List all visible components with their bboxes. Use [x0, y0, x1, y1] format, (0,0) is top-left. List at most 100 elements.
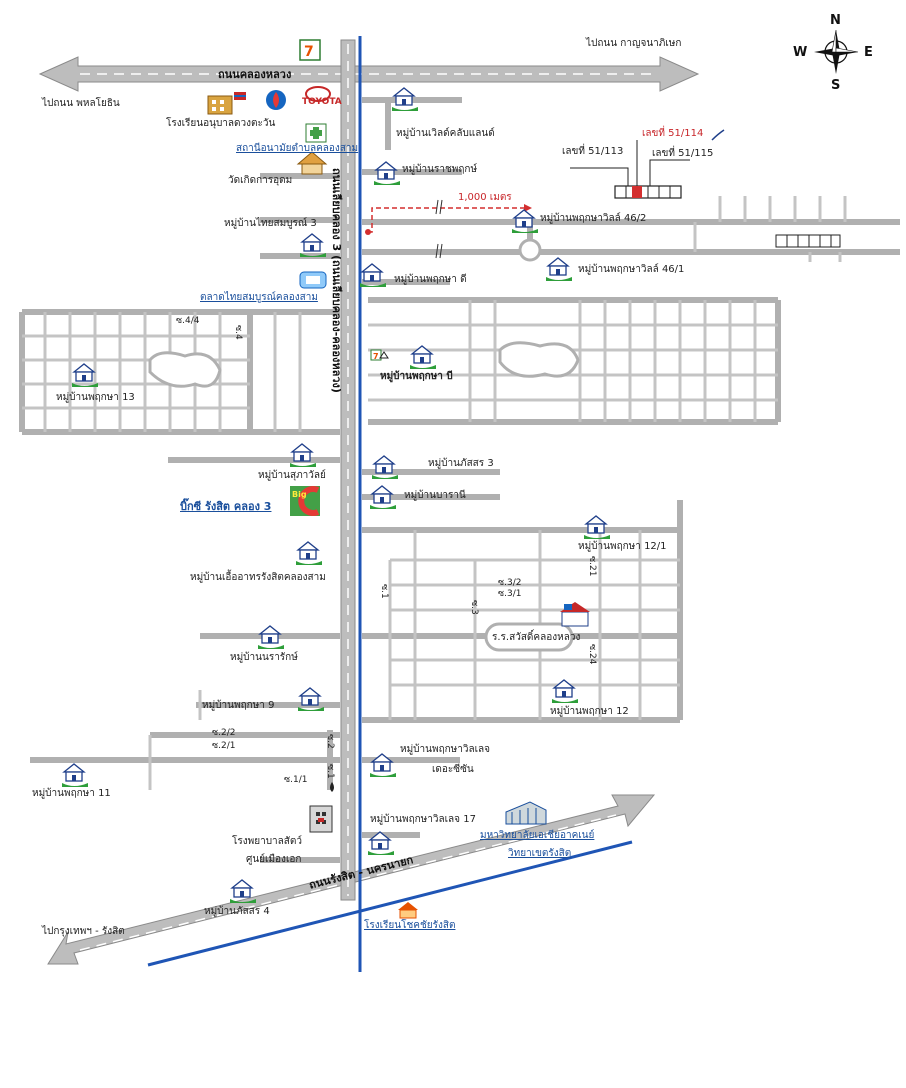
estate-oval-lower — [484, 622, 574, 652]
label-pruksa12: หมู่บ้านพฤกษา 12 — [550, 706, 629, 717]
label-pattasorn3: หมู่บ้านภัสสร 3 — [428, 458, 494, 469]
market-icon — [299, 271, 327, 289]
label-market: ตลาดไทยสมบูรณ์คลองสาม — [200, 292, 318, 303]
svg-text:7: 7 — [304, 44, 314, 60]
label-barami: หมู่บ้านบารานี — [404, 490, 466, 501]
roundabout — [518, 238, 542, 262]
label-toyota: TOYOTA — [302, 97, 342, 107]
village-icon — [545, 257, 573, 282]
canal-diagonal — [147, 840, 633, 967]
label-pattasorn4: หมู่บ้านภัสสร 4 — [204, 906, 270, 917]
estate-oval-left — [148, 351, 222, 388]
village-icon — [295, 541, 323, 566]
label-hospital: โรงพยาบาลสัตว์ — [232, 836, 302, 847]
label-school-anuban: โรงเรียนอนุบาลดวงตะวัน — [166, 118, 276, 129]
label-pruksa11: หมู่บ้านพฤกษา 11 — [32, 788, 111, 799]
label-thai-somboon3: หมู่บ้านไทยสมบูรณ์ 3 — [224, 218, 317, 229]
soi-2-2: ซ.2/2 — [212, 728, 236, 738]
to-kanchanaphisek: ไปถนน กาญจนาภิเษก — [586, 38, 682, 49]
health-cross-icon — [305, 123, 327, 143]
soi-3-2: ซ.3/2 — [498, 578, 522, 588]
soi-4-4: ซ.4/4 — [176, 316, 200, 326]
label-distance: 1,000 เมตร — [458, 192, 512, 203]
label-health-station: สถานีอนามัยตำบลคลองสาม — [236, 143, 359, 154]
school-rangsit-icon — [398, 902, 418, 919]
village-icon — [551, 679, 579, 704]
soi-1-1: ซ.1/1 — [284, 775, 308, 785]
school-flag-icon — [560, 602, 590, 627]
compass-north: N — [830, 13, 841, 28]
label-hospital-sub: ศูนย์เมืองเอก — [246, 854, 302, 865]
label-pruksa-b: หมู่บ้านพฤกษา บี — [380, 371, 453, 382]
soi-2-1: ซ.2/1 — [212, 741, 236, 751]
soi-3: ซ.3 — [469, 600, 479, 615]
soi-4: ซ.4 — [233, 325, 243, 340]
to-bangkok-rangsit: ไปกรุงเทพฯ - รังสิต — [42, 926, 125, 937]
label-pruksa-village17: หมู่บ้านพฤกษาวิลเลจ 17 — [370, 814, 476, 825]
target-house-51-114 — [632, 186, 642, 198]
break-marks — [435, 199, 443, 259]
label-university: มหาวิทยาลัยเอเชียอาคเนย์ — [480, 830, 595, 841]
side-roads — [19, 97, 900, 863]
label-pruksa13: หมู่บ้านพฤกษา 13 — [56, 392, 135, 403]
label-pruksa-ville-461: หมู่บ้านพฤกษาวิลล์ 46/1 — [578, 264, 685, 275]
temple-icon — [296, 151, 328, 175]
svg-text:Big: Big — [292, 490, 307, 499]
soi-1: ซ.1 — [379, 584, 389, 599]
label-university-sub: วิทยาเขตรังสิต — [508, 848, 572, 859]
compass-south: S — [831, 78, 841, 93]
seven-eleven-small-icon: 7 — [370, 349, 382, 361]
seven-eleven-icon: 7 — [299, 39, 321, 61]
village-icon — [61, 763, 89, 788]
block-right-lower-dividers — [786, 235, 832, 247]
start-point — [365, 229, 371, 235]
target-house-block — [570, 129, 725, 199]
village-icon — [371, 455, 399, 480]
label-pruksa9: หมู่บ้านพฤกษา 9 — [202, 700, 275, 711]
label-house-51-115: เลขที่ 51/115 — [652, 148, 714, 159]
label-house-51-114: เลขที่ 51/114 — [642, 128, 704, 139]
soi-1b: ซ.1 — [325, 764, 335, 779]
compass-west: W — [793, 45, 808, 60]
seven-eleven-b-icon — [379, 351, 389, 359]
khlong-luang-road — [38, 56, 700, 92]
label-pruksa-village-sub: เดอะซีซัน — [432, 764, 474, 775]
main-vertical-road — [340, 39, 356, 901]
label-ua-athorn: หมู่บ้านเอื้ออาทรรังสิตคลองสาม — [190, 572, 326, 583]
label-pruksa121: หมู่บ้านพฤกษา 12/1 — [578, 541, 667, 552]
village-icon — [289, 443, 317, 468]
label-supawan: หมู่บ้านสุภาวัลย์ — [258, 470, 326, 481]
soi-2: ซ.2 — [325, 734, 335, 749]
block-right-lower — [775, 234, 841, 248]
label-pruksa-d: หมู่บ้านพฤกษา ดี — [394, 274, 467, 285]
water-drop-icon — [330, 782, 334, 792]
soi-3-1: ซ.3/1 — [498, 589, 522, 599]
label-ratchaphruek: หมู่บ้านราชพฤกษ์ — [402, 164, 478, 175]
label-school-rangsit: โรงเรียนโชคชัยรังสิต — [364, 920, 456, 931]
svg-text:7: 7 — [373, 352, 379, 361]
university-icon — [505, 801, 547, 825]
route-arrow — [524, 204, 532, 212]
label-nararak: หมู่บ้านนรารักษ์ — [230, 652, 298, 663]
soi-24: ซ.24 — [587, 644, 597, 665]
label-bigc: บิ๊กซี รังสิต คลอง 3 — [180, 500, 272, 513]
bigc-logo: Big — [290, 486, 320, 516]
estate-grids — [22, 196, 847, 790]
soi-21: ซ.21 — [587, 556, 597, 577]
compass-east: E — [864, 45, 873, 60]
label-pruksa-ville-462: หมู่บ้านพฤกษาวิลล์ 46/2 — [540, 213, 647, 224]
label-school-sawatdi: ร.ร.สวัสดิ์คลองหลวง — [492, 632, 581, 643]
label-temple: วัดเกิดการอุดม — [228, 175, 293, 186]
ptt-icon — [266, 90, 286, 110]
label-pruksa-village: หมู่บ้านพฤกษาวิลเลจ — [400, 744, 491, 755]
estate-oval-right — [498, 341, 580, 378]
label-house-51-113: เลขที่ 51/113 — [562, 146, 624, 157]
compass-rose — [814, 29, 859, 74]
hospital-icon — [309, 805, 333, 833]
label-world-club: หมู่บ้านเวิลด์คลับแลนด์ — [396, 128, 495, 139]
toyota-icon — [305, 86, 331, 102]
road-main-vertical: ถนนเลียบคลอง 3 (ถนนเลียบคลอง-คลองหลวง) — [330, 168, 343, 393]
school-building-icon — [207, 92, 246, 115]
to-phahonyothin: ไปถนน พหลโยธิน — [42, 98, 120, 109]
